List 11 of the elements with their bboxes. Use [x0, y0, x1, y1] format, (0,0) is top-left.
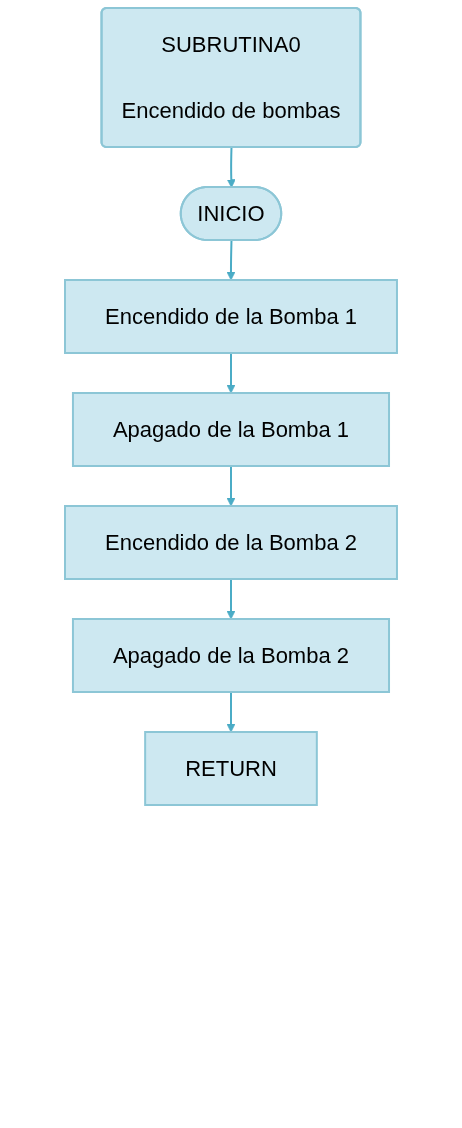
arrow — [226, 578, 236, 620]
arrow — [226, 352, 236, 394]
node-box: RETURN — [144, 731, 318, 806]
arrow — [226, 691, 236, 733]
arrow — [226, 239, 236, 281]
node-box: Encendido de la Bomba 1 — [64, 279, 398, 354]
arrow — [226, 465, 236, 507]
node-box: Encendido de la Bomba 2 — [64, 505, 398, 580]
arrow — [226, 146, 236, 188]
node-box: Apagado de la Bomba 1 — [71, 392, 391, 467]
node-box: Apagado de la Bomba 2 — [71, 618, 391, 693]
